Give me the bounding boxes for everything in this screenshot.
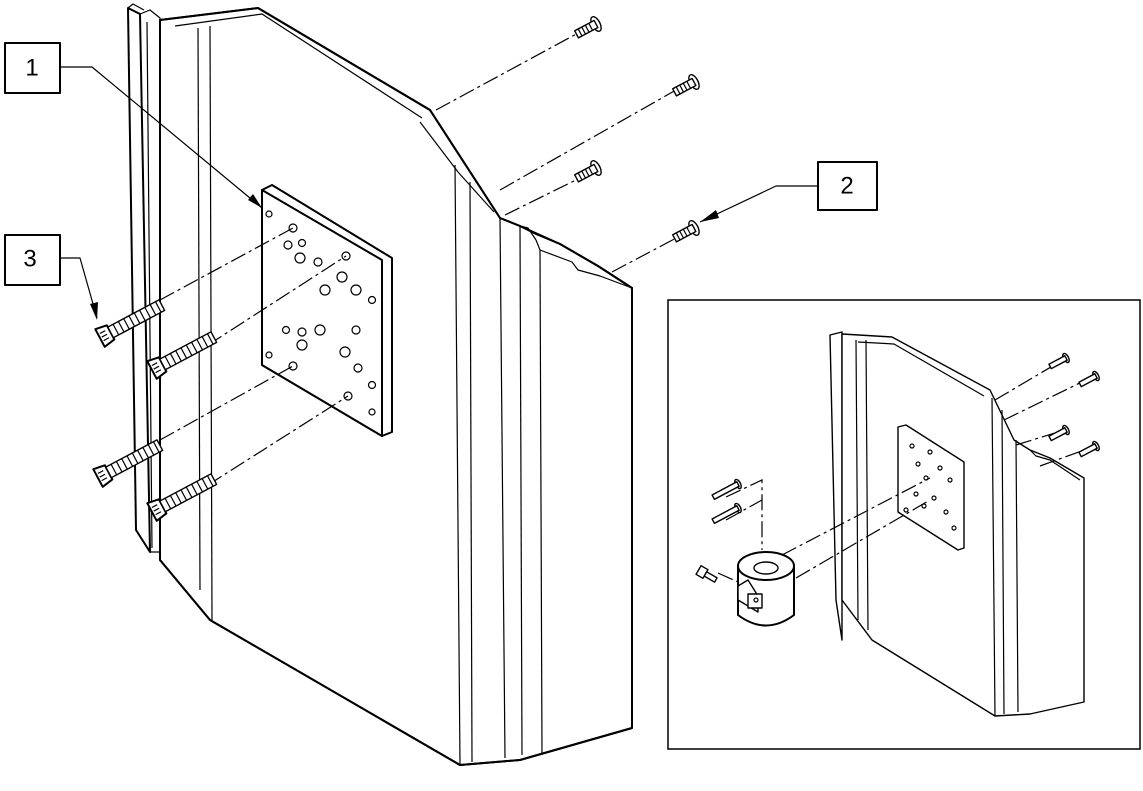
callout-2: 2 bbox=[699, 161, 878, 223]
inset-screw bbox=[1078, 440, 1100, 458]
screw-axis-lines bbox=[435, 31, 681, 273]
inset-screw bbox=[1048, 424, 1070, 442]
callout-3-arrowhead bbox=[90, 302, 98, 320]
detail-inset-view bbox=[667, 299, 1141, 750]
top-screws bbox=[573, 15, 700, 243]
clamp-collar bbox=[737, 551, 795, 627]
top-screw bbox=[573, 15, 602, 39]
plate-bolt bbox=[146, 473, 218, 522]
callout-3: 3 bbox=[4, 234, 98, 320]
callout-2-label: 2 bbox=[840, 172, 853, 199]
bolt-axis-lines bbox=[159, 227, 349, 486]
callout-1-label: 1 bbox=[25, 54, 38, 81]
top-screw bbox=[671, 219, 700, 243]
inset-screw bbox=[711, 502, 742, 525]
mounting-plate bbox=[261, 184, 393, 437]
plate-bolt bbox=[94, 299, 166, 348]
callout-3-label: 3 bbox=[23, 245, 36, 272]
plate-bolt bbox=[92, 439, 164, 488]
callout-2-arrowhead bbox=[700, 210, 719, 222]
inset-screw bbox=[1078, 370, 1100, 388]
plate-bolts bbox=[92, 299, 218, 522]
inset-screw bbox=[1048, 352, 1070, 370]
callout-1: 1 bbox=[4, 42, 263, 209]
top-screw bbox=[573, 159, 602, 183]
top-screw bbox=[671, 73, 700, 97]
inset-screw bbox=[695, 564, 718, 583]
callout-1-arrowhead bbox=[248, 194, 262, 208]
inset-screw bbox=[711, 478, 742, 501]
plate-bolt bbox=[146, 331, 218, 380]
